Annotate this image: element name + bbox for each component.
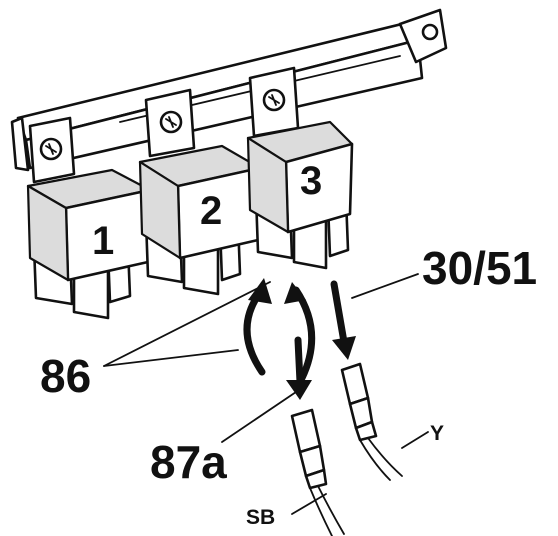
leader-line-sb — [291, 493, 327, 515]
connector-sb — [290, 408, 345, 536]
bracket-hole-icon — [421, 23, 439, 41]
label-87a: 87a — [150, 436, 227, 488]
relay-1-number: 1 — [92, 219, 114, 263]
arrow-icon — [243, 278, 356, 400]
label-y: Y — [430, 422, 444, 445]
relay-2-number: 2 — [200, 189, 222, 233]
relay-3: 3 — [246, 120, 354, 270]
mounting-bracket — [10, 8, 448, 172]
leader-line-y — [401, 431, 429, 449]
relay-3-number: 3 — [300, 159, 322, 203]
mounting-tab-3 — [248, 66, 300, 138]
leader-lines-86 — [103, 281, 271, 367]
mounting-tab-1 — [28, 116, 76, 184]
label-86: 86 — [40, 350, 91, 402]
leader-line-30-51 — [351, 273, 419, 299]
connector-y — [340, 362, 403, 481]
mounting-tab-2 — [144, 88, 196, 158]
label-30-51: 30/51 — [422, 242, 537, 294]
relay-1: 1 — [26, 168, 152, 320]
leader-line-87a — [221, 391, 297, 443]
relay-2: 2 — [138, 144, 262, 296]
label-sb: SB — [246, 506, 275, 529]
